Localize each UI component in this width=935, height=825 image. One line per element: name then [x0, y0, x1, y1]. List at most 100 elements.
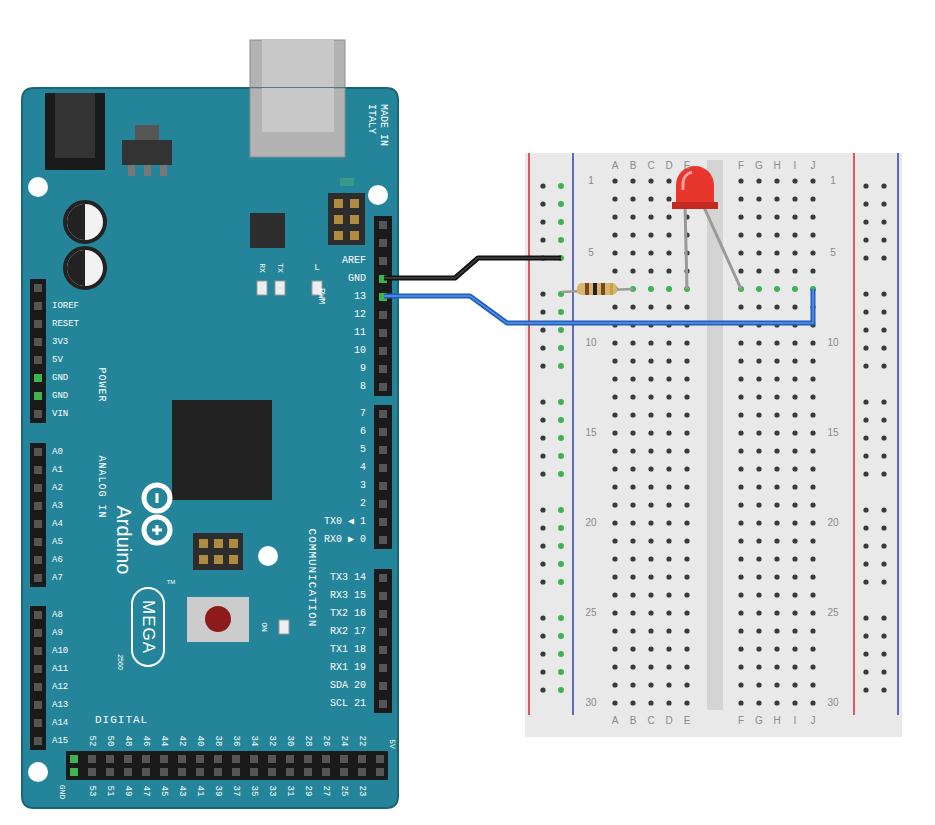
breadboard-hole — [810, 466, 815, 471]
row-number: 15 — [585, 427, 596, 439]
header-hole — [379, 239, 387, 247]
breadboard-hole — [540, 543, 545, 548]
breadboard-hole — [792, 628, 797, 633]
led-rim — [672, 202, 718, 209]
breadboard-hole — [648, 682, 653, 687]
breadboard-hole — [756, 628, 761, 633]
breadboard-hole — [756, 232, 761, 237]
model-number: 2560 — [116, 654, 124, 670]
breadboard-hole — [558, 201, 564, 207]
breadboard-hole — [881, 453, 886, 458]
breadboard-hole — [630, 268, 635, 273]
breadboard-hole — [558, 669, 564, 675]
breadboard-hole — [810, 592, 815, 597]
breadboard-hole — [863, 633, 868, 638]
column-letter: H — [773, 160, 780, 172]
breadboard-hole — [738, 664, 743, 669]
pin-label: A6 — [52, 555, 63, 565]
pin-header — [30, 606, 46, 750]
column-letter: C — [647, 715, 654, 727]
header-pin — [229, 555, 238, 564]
breadboard-hole — [648, 178, 653, 183]
header-hole — [340, 768, 348, 776]
icsp-header — [193, 533, 243, 570]
header-hole — [268, 755, 276, 763]
pin-label: 40 — [195, 736, 205, 747]
breadboard-hole — [738, 196, 743, 201]
breadboard-hole — [648, 646, 653, 651]
breadboard-hole — [810, 610, 815, 615]
group-label: ANALOG IN — [95, 455, 107, 518]
breadboard-hole — [666, 646, 671, 651]
breadboard-hole — [756, 538, 761, 543]
breadboard-hole — [774, 538, 779, 543]
breadboard-hole — [558, 183, 564, 189]
breadboard-hole — [738, 682, 743, 687]
pin-label: 12 — [354, 309, 366, 321]
breadboard-hole — [863, 219, 868, 224]
breadboard-hole — [792, 556, 797, 561]
breadboard-hole — [863, 615, 868, 620]
pin-label: A4 — [52, 519, 63, 529]
pin-label: 53 — [87, 786, 97, 797]
breadboard-hole — [540, 291, 545, 296]
breadboard-hole — [684, 358, 689, 363]
breadboard-hole — [792, 448, 797, 453]
breadboard-hole — [540, 651, 545, 656]
pin-label: RX1 19 — [330, 662, 366, 674]
column-letter: I — [794, 715, 797, 727]
led-label: RX — [257, 263, 266, 273]
pin-label: A1 — [52, 465, 63, 475]
header-hole — [379, 682, 387, 690]
column-letter: G — [755, 715, 763, 727]
breadboard-hole — [684, 520, 689, 525]
header-hole — [379, 446, 387, 454]
breadboard-hole — [612, 358, 617, 363]
breadboard-hole — [738, 628, 743, 633]
breadboard-hole — [810, 520, 815, 525]
breadboard-hole — [774, 412, 779, 417]
breadboard-hole — [648, 574, 653, 579]
pin-label: 26 — [321, 736, 331, 747]
breadboard-hole — [774, 574, 779, 579]
breadboard-hole — [648, 196, 653, 201]
breadboard-hole — [540, 579, 545, 584]
pin-label: 5 — [360, 444, 366, 456]
breadboard-hole — [792, 196, 797, 201]
breadboard-hole — [792, 610, 797, 615]
breadboard-hole — [630, 178, 635, 183]
led-leg — [703, 205, 741, 289]
pin-label: 11 — [354, 327, 366, 339]
breadboard-hole — [810, 340, 815, 345]
breadboard-hole — [540, 687, 545, 692]
breadboard-hole — [666, 574, 671, 579]
breadboard-hole — [630, 520, 635, 525]
breadboard-hole — [630, 664, 635, 669]
breadboard-hole — [666, 610, 671, 615]
header-hole — [34, 502, 42, 510]
pin-label: 6 — [360, 426, 366, 438]
header-hole — [34, 356, 42, 364]
breadboard-hole — [666, 376, 671, 381]
breadboard-hole — [684, 700, 689, 705]
breadboard-hole — [648, 268, 653, 273]
breadboard-hole — [810, 484, 815, 489]
breadboard-hole — [684, 682, 689, 687]
breadboard-hole — [684, 412, 689, 417]
breadboard-hole — [738, 466, 743, 471]
header-hole — [268, 768, 276, 776]
breadboard-hole — [738, 556, 743, 561]
led-highlight — [683, 172, 692, 190]
pin-label: 51 — [105, 786, 115, 797]
pin-label: 48 — [123, 736, 133, 747]
breadboard-hole — [738, 232, 743, 237]
header-hole — [379, 464, 387, 472]
pin-label: A7 — [52, 573, 63, 583]
breadboard-hole — [792, 646, 797, 651]
breadboard-hole — [774, 502, 779, 507]
breadboard-hole — [666, 394, 671, 399]
breadboard-hole — [612, 502, 617, 507]
breadboard-hole — [881, 255, 886, 260]
breadboard-hole — [774, 196, 779, 201]
breadboard-hole — [648, 286, 654, 292]
